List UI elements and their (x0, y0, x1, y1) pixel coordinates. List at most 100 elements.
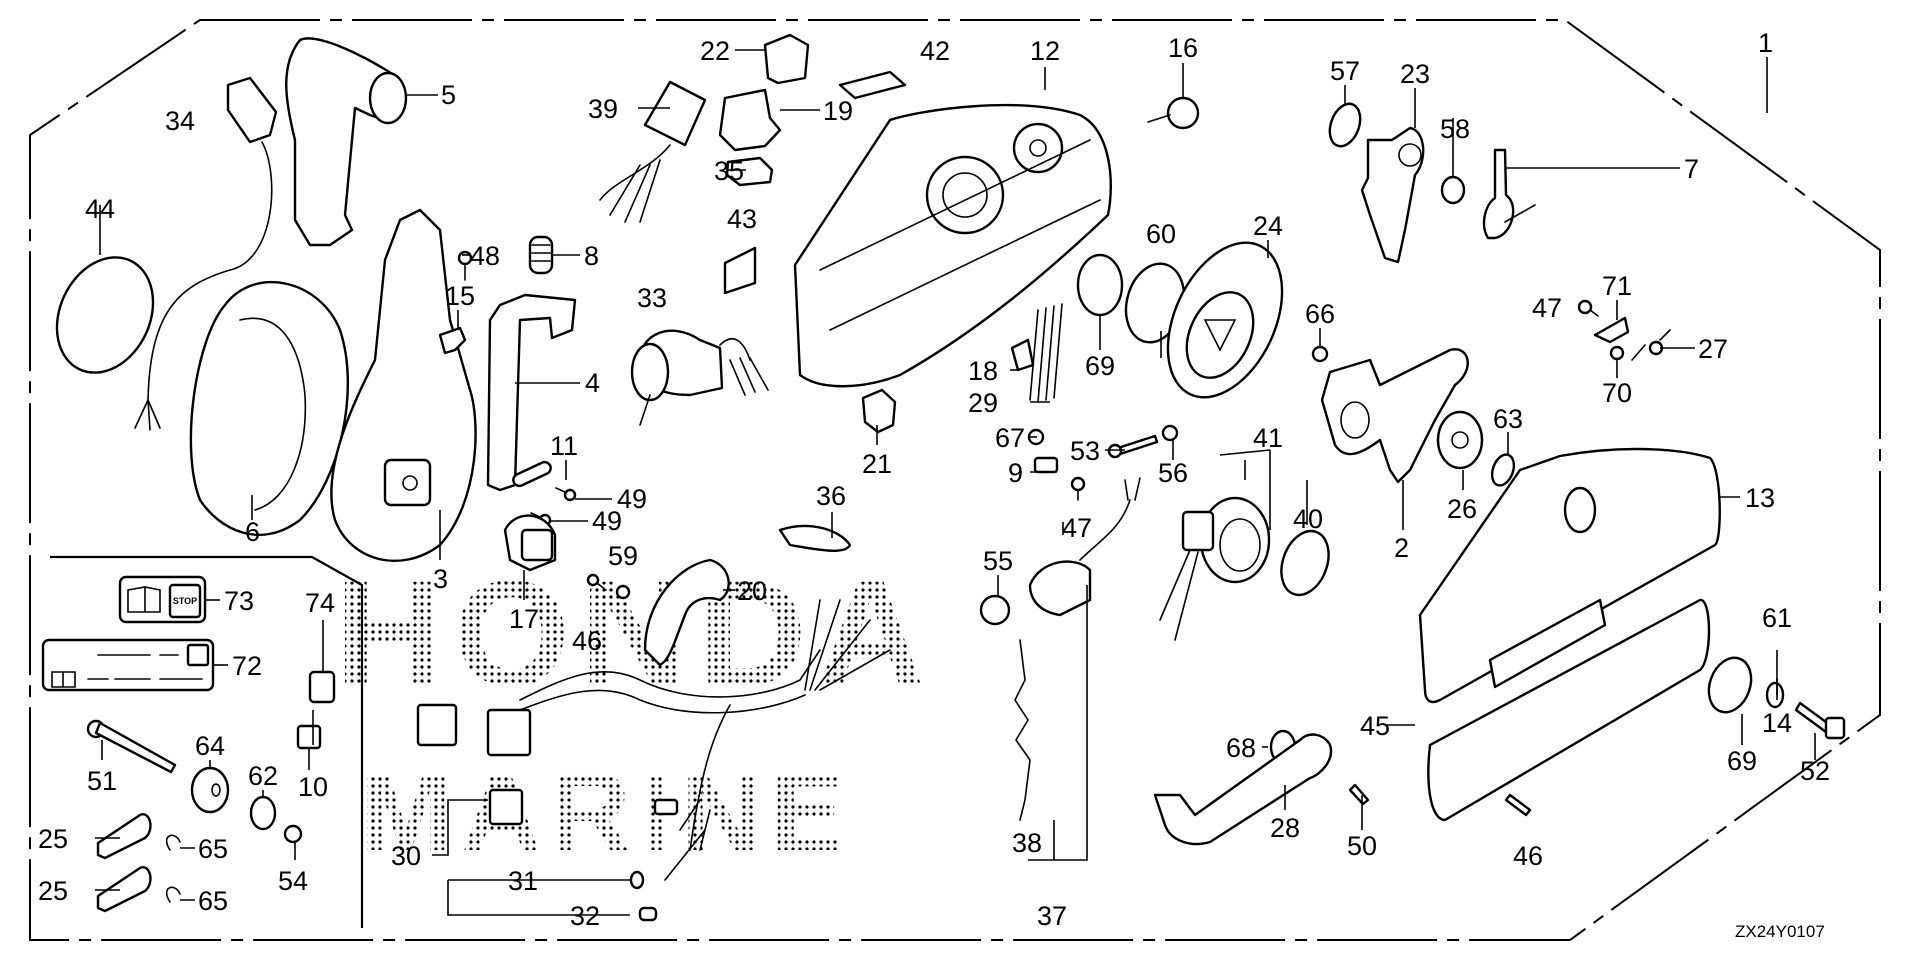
callout-69a[interactable]: 69 (1085, 351, 1115, 381)
callout-49b[interactable]: 49 (592, 506, 622, 536)
clip-65a (165, 834, 181, 851)
callout-67[interactable]: 67 (995, 423, 1025, 453)
callout-47a[interactable]: 47 (1062, 513, 1092, 543)
control-box-case-12 (793, 103, 1112, 388)
callout-46b[interactable]: 46 (1513, 841, 1543, 871)
callout-9[interactable]: 9 (1008, 458, 1023, 488)
callout-32[interactable]: 32 (570, 901, 600, 931)
callout-65a[interactable]: 65 (198, 834, 228, 864)
callout-65b[interactable]: 65 (198, 886, 228, 916)
callout-41[interactable]: 41 (1253, 423, 1283, 453)
switch-plate-71 (1593, 316, 1630, 344)
callout-4[interactable]: 4 (585, 368, 600, 398)
callout-37[interactable]: 37 (1037, 901, 1067, 931)
callout-51[interactable]: 51 (87, 766, 117, 796)
callout-26[interactable]: 26 (1447, 494, 1477, 524)
callout-54[interactable]: 54 (278, 866, 308, 896)
callout-60[interactable]: 60 (1146, 219, 1176, 249)
callout-63[interactable]: 63 (1493, 404, 1523, 434)
callout-35[interactable]: 35 (714, 156, 744, 186)
callout-53[interactable]: 53 (1070, 436, 1100, 466)
callout-73[interactable]: 73 (224, 586, 254, 616)
callout-30[interactable]: 30 (391, 841, 421, 871)
callout-20[interactable]: 20 (737, 576, 767, 606)
callout-61[interactable]: 61 (1762, 603, 1792, 633)
callout-70[interactable]: 70 (1602, 378, 1632, 408)
callout-29[interactable]: 29 (968, 388, 998, 418)
callout-38[interactable]: 38 (1012, 828, 1042, 858)
callout-27[interactable]: 27 (1698, 334, 1728, 364)
callout-25b[interactable]: 25 (38, 876, 68, 906)
terminal-sleeve-31 (629, 870, 645, 890)
stop-lanyard-38 (1014, 639, 1031, 821)
callout-71[interactable]: 71 (1602, 271, 1632, 301)
callout-8[interactable]: 8 (584, 241, 599, 271)
callout-66[interactable]: 66 (1305, 299, 1335, 329)
rubber-mount-64 (190, 766, 230, 814)
callout-2[interactable]: 2 (1394, 533, 1409, 563)
callout-56[interactable]: 56 (1158, 458, 1188, 488)
callout-24[interactable]: 24 (1253, 211, 1283, 241)
callout-39[interactable]: 39 (588, 94, 618, 124)
callout-3[interactable]: 3 (433, 564, 448, 594)
callout-57[interactable]: 57 (1330, 56, 1360, 86)
callout-49a[interactable]: 49 (617, 484, 647, 514)
lever-grip-5 (285, 37, 408, 247)
callout-62[interactable]: 62 (248, 761, 278, 791)
callout-16[interactable]: 16 (1168, 33, 1198, 63)
callout-6[interactable]: 6 (245, 517, 260, 547)
emergency-stop-switch-37 (1028, 477, 1141, 617)
callout-12[interactable]: 12 (1030, 36, 1060, 66)
watermark: HONDA MARINE (335, 549, 925, 874)
callout-40[interactable]: 40 (1293, 504, 1323, 534)
cable-end-25b (96, 866, 152, 913)
nut-54 (283, 824, 303, 844)
callout-25a[interactable]: 25 (38, 824, 68, 854)
washer-70 (1609, 345, 1625, 361)
callout-10[interactable]: 10 (298, 772, 328, 802)
callout-21[interactable]: 21 (862, 449, 892, 479)
callout-52[interactable]: 52 (1800, 756, 1830, 786)
callout-47b[interactable]: 47 (1532, 293, 1562, 323)
callout-28[interactable]: 28 (1270, 813, 1300, 843)
callout-68[interactable]: 68 (1226, 733, 1256, 763)
callout-50[interactable]: 50 (1347, 831, 1377, 861)
callout-14[interactable]: 14 (1762, 708, 1792, 738)
callout-43[interactable]: 43 (727, 204, 757, 234)
callout-15[interactable]: 15 (445, 281, 475, 311)
stop-switch-nut-55 (979, 594, 1011, 626)
callout-23[interactable]: 23 (1400, 59, 1430, 89)
switch-cap-22 (763, 33, 810, 85)
callout-59[interactable]: 59 (608, 541, 638, 571)
callout-18[interactable]: 18 (968, 356, 998, 386)
nut-56 (1161, 424, 1179, 442)
callout-5[interactable]: 5 (441, 80, 456, 110)
callout-74[interactable]: 74 (305, 588, 335, 618)
callout-1[interactable]: 1 (1758, 28, 1773, 58)
callout-36[interactable]: 36 (816, 481, 846, 511)
spring-8 (528, 235, 554, 275)
callout-11[interactable]: 11 (550, 431, 578, 461)
callout-34[interactable]: 34 (165, 106, 195, 136)
callout-45[interactable]: 45 (1360, 711, 1390, 741)
gasket-35 (725, 156, 774, 187)
callout-64[interactable]: 64 (195, 731, 225, 761)
callout-55[interactable]: 55 (983, 546, 1013, 576)
callout-42[interactable]: 42 (920, 36, 950, 66)
washer-61 (1765, 681, 1785, 709)
callout-31[interactable]: 31 (508, 866, 538, 896)
callout-19[interactable]: 19 (823, 96, 853, 126)
flange-bolt-52 (1794, 701, 1846, 740)
callout-7[interactable]: 7 (1684, 154, 1699, 184)
callout-48[interactable]: 48 (470, 241, 500, 271)
callout-13[interactable]: 13 (1745, 483, 1775, 513)
callout-72[interactable]: 72 (232, 651, 262, 681)
callout-33[interactable]: 33 (637, 283, 667, 313)
callout-22[interactable]: 22 (700, 36, 730, 66)
callout-58[interactable]: 58 (1440, 114, 1470, 144)
friction-knob-16 (1147, 96, 1200, 130)
callout-44[interactable]: 44 (85, 194, 115, 224)
callout-17[interactable]: 17 (509, 604, 539, 634)
callout-46a[interactable]: 46 (572, 626, 602, 656)
callout-69b[interactable]: 69 (1727, 746, 1757, 776)
